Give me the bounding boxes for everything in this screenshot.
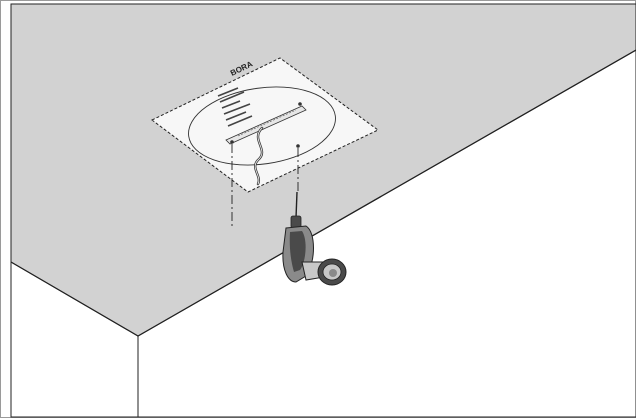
screw-hole-top	[298, 102, 302, 106]
template-circle	[188, 86, 336, 166]
drill-icon	[282, 191, 347, 286]
screw-hole-right	[296, 144, 300, 148]
drill-bit	[295, 191, 298, 219]
screw-hole-left	[230, 140, 234, 144]
ceiling-edge-front	[137, 49, 636, 337]
template-text-block	[217, 87, 253, 127]
mounting-rail	[225, 105, 307, 145]
mounting-template-icon: BORA	[151, 57, 379, 193]
ceiling-edge-left	[10, 261, 139, 337]
